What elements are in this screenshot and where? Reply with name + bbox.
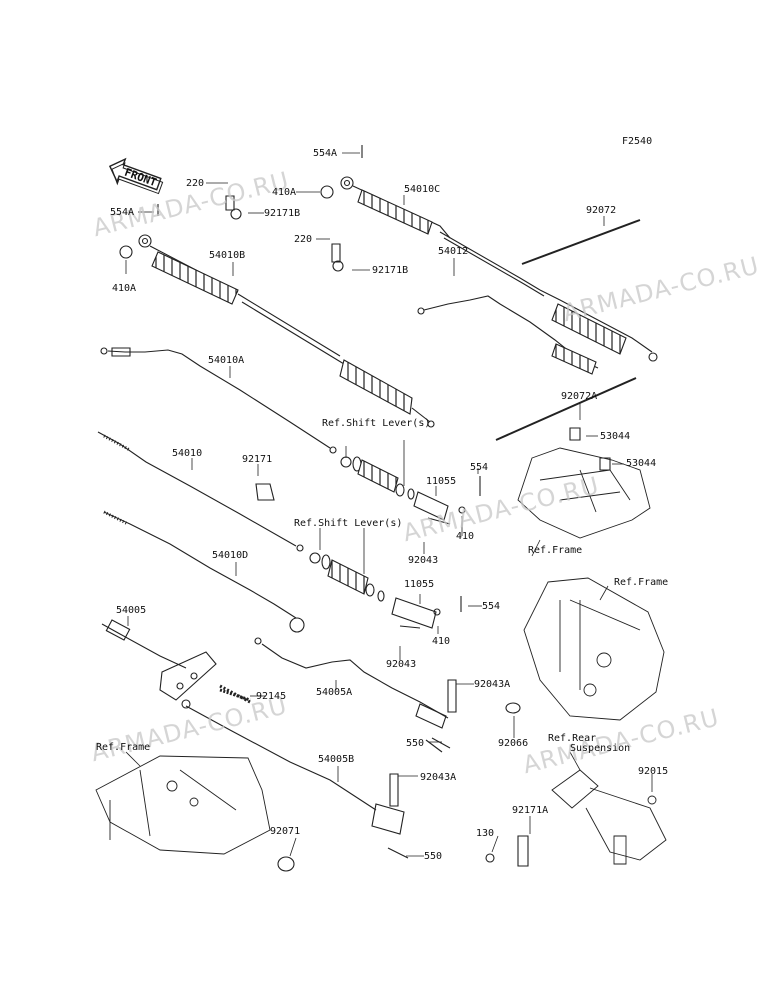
washer-410a-b xyxy=(119,245,133,259)
figure-code: F2540 xyxy=(622,136,653,147)
part-label: 54010D xyxy=(212,550,249,561)
bolt-130 xyxy=(485,853,495,863)
frame-sketch-middle xyxy=(523,577,665,721)
part-label: 54012 xyxy=(438,246,469,257)
part-label: 54005A xyxy=(316,687,353,698)
part-label: 220 xyxy=(186,178,205,189)
frame-sketch-lower xyxy=(95,755,271,855)
shift-parts-lower xyxy=(309,552,462,629)
ref-label: Ref.Rear xyxy=(548,733,597,744)
part-label: 11055 xyxy=(426,476,457,487)
frame-sketch-upper xyxy=(517,447,651,539)
part-label: 54010A xyxy=(208,355,245,366)
part-label: 550 xyxy=(406,738,425,749)
bushing-92066 xyxy=(505,702,521,714)
front-arrow-icon xyxy=(108,157,164,195)
part-label: 92071 xyxy=(270,826,301,837)
tie-92072a xyxy=(495,377,637,441)
part-label: 54010B xyxy=(209,250,246,261)
clip-53044-a xyxy=(569,427,581,441)
part-label: 92043 xyxy=(386,659,417,670)
part-label: 554 xyxy=(470,462,489,473)
part-label: 92072 xyxy=(586,205,617,216)
ref-label: Ref.Frame xyxy=(528,545,583,556)
part-label: 92171B xyxy=(264,208,301,219)
cable-54005 xyxy=(101,619,405,835)
ref-label: Ref.Frame xyxy=(96,742,151,753)
part-label: 53044 xyxy=(626,458,657,469)
cable-54010b xyxy=(138,234,435,428)
part-label: 53044 xyxy=(600,431,631,442)
part-label: 220 xyxy=(294,234,313,245)
part-label: 92043 xyxy=(408,555,439,566)
part-label: 554A xyxy=(110,207,135,218)
clamp-92171b-b xyxy=(331,243,344,272)
spring-92145 xyxy=(219,688,251,702)
part-label: 92043A xyxy=(420,772,457,783)
ref-label: Ref.Shift Lever(s) xyxy=(322,418,431,429)
shift-parts-upper xyxy=(340,456,481,525)
tie-92072 xyxy=(521,219,641,265)
grommet-92071 xyxy=(277,856,295,872)
part-label: 410 xyxy=(456,531,475,542)
part-label: 130 xyxy=(476,828,495,839)
part-label: 54005 xyxy=(116,605,147,616)
part-label: 92066 xyxy=(498,738,529,749)
clip-53044-b xyxy=(599,457,611,471)
cotter-pin-550-a xyxy=(431,737,451,749)
part-label: 11055 xyxy=(404,579,435,590)
clamp-92171 xyxy=(255,483,275,501)
cable-54010c xyxy=(340,176,658,362)
ref-label: Ref.Frame xyxy=(614,577,669,588)
rear-suspension-arm xyxy=(551,769,667,865)
pins-92043a xyxy=(389,679,457,807)
part-label: 54005B xyxy=(318,754,355,765)
cable-54010d xyxy=(103,510,305,633)
cable-54012 xyxy=(417,295,599,375)
ref-label: Suspension xyxy=(570,743,631,754)
cotter-pin-550-b xyxy=(387,847,409,859)
part-label: 410A xyxy=(272,187,297,198)
part-label: 410 xyxy=(432,636,451,647)
part-label: 92171A xyxy=(512,805,549,816)
part-label: 92171B xyxy=(372,265,409,276)
part-label: 550 xyxy=(424,851,443,862)
part-label: 92072A xyxy=(561,391,598,402)
washer-410a-a xyxy=(320,185,334,199)
cable-54010a xyxy=(100,347,337,454)
clamp-92171b-a xyxy=(225,195,242,220)
part-label: 54010C xyxy=(404,184,441,195)
leader-lines xyxy=(125,152,653,857)
part-label: 92145 xyxy=(256,691,287,702)
part-label: 54010 xyxy=(172,448,203,459)
part-label: 92171 xyxy=(242,454,273,465)
part-label: 554 xyxy=(482,601,501,612)
bracket-92171a xyxy=(517,835,529,867)
part-label: 92043A xyxy=(474,679,511,690)
cable-54010 xyxy=(97,431,304,552)
part-label: 92015 xyxy=(638,766,669,777)
ref-label: Ref.Shift Lever(s) xyxy=(294,518,403,529)
part-label: 410A xyxy=(112,283,137,294)
part-label: 554A xyxy=(313,148,338,159)
